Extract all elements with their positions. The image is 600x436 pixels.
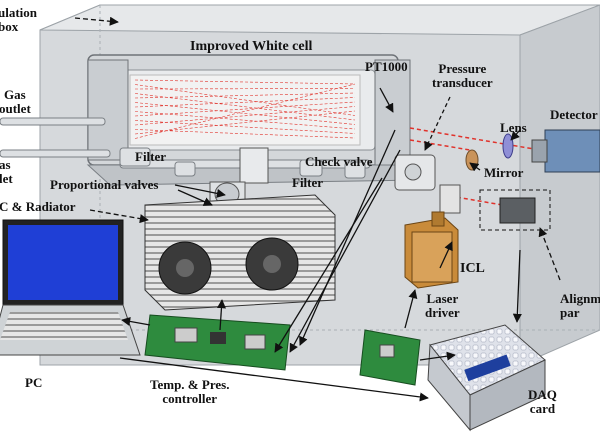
laser-beam-line xyxy=(134,93,356,121)
laser-beam-line xyxy=(134,129,356,139)
label-proportional-valves: Proportional valves xyxy=(50,177,159,192)
label-check-valve: Check valve xyxy=(305,154,373,169)
laser-beam-line xyxy=(134,84,356,116)
alignment-part xyxy=(439,184,551,231)
label-mirror: Mirror xyxy=(484,165,524,180)
laser-beam-line xyxy=(134,120,356,134)
laser-beam-line xyxy=(134,88,356,90)
proportional-valves xyxy=(209,147,269,206)
laser-beam-line xyxy=(134,110,356,135)
lens-icon xyxy=(502,133,514,159)
laser-beam-line xyxy=(134,102,356,125)
label-filter-left: Filter xyxy=(135,149,167,164)
laser-beam-line xyxy=(134,97,356,108)
pc-laptop xyxy=(0,219,141,356)
label-pc: PC xyxy=(25,375,43,390)
label-icl: ICL xyxy=(460,261,485,276)
laser-beam-line xyxy=(134,92,356,99)
laser-beam-line xyxy=(134,106,356,126)
label-pt1000: PT1000 xyxy=(365,59,408,74)
laser-beam-pattern xyxy=(134,79,356,139)
laser-beam-line xyxy=(134,79,356,85)
detector xyxy=(531,129,600,173)
laser-beam-line xyxy=(134,83,356,139)
daq-card xyxy=(427,324,546,432)
pressure-transducer xyxy=(394,154,436,191)
laser-beam-line xyxy=(134,101,356,117)
laser-beam-line xyxy=(134,111,356,130)
label-detector: Detector xyxy=(550,107,598,122)
label-tec-radiator: C & Radiator xyxy=(0,199,76,214)
label-controller: Temp. & Pres.controller xyxy=(150,377,230,406)
laser-driver-board xyxy=(359,329,421,386)
connection-arrows xyxy=(74,16,561,402)
label-lens: Lens xyxy=(500,120,527,135)
label-white-cell: Improved White cell xyxy=(190,39,313,54)
icl-laser xyxy=(404,211,459,289)
controller-board xyxy=(144,314,291,371)
tec-radiator xyxy=(144,194,336,311)
label-filter-right: Filter xyxy=(292,175,324,190)
